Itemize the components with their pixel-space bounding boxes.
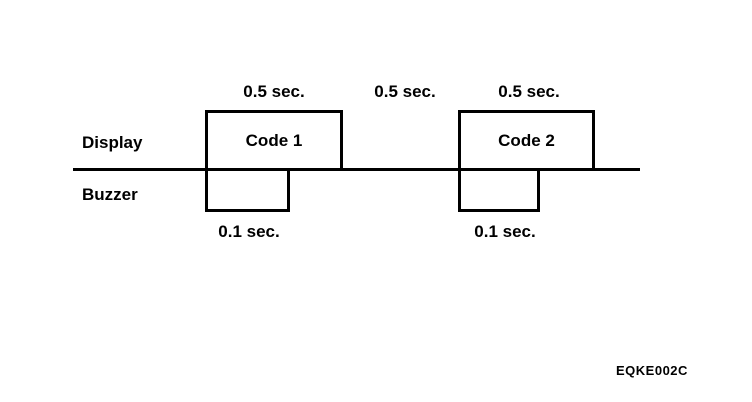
buzzer-pulse-2 xyxy=(458,171,540,212)
buzzer2-duration-label: 0.1 sec. xyxy=(474,222,536,241)
code2-pulse-box: Code 2 xyxy=(458,110,595,171)
display-signal-label: Display xyxy=(82,133,143,152)
code1-pulse-box: Code 1 xyxy=(205,110,343,171)
code2-pulse-label: Code 2 xyxy=(498,130,555,150)
gap-duration-label: 0.5 sec. xyxy=(374,82,436,101)
buzzer-pulse-1 xyxy=(205,171,290,212)
buzzer1-duration-label: 0.1 sec. xyxy=(218,222,280,241)
signal-baseline xyxy=(73,168,640,171)
figure-code: EQKE002C xyxy=(616,363,688,378)
code1-duration-label: 0.5 sec. xyxy=(243,82,305,101)
code1-pulse-label: Code 1 xyxy=(245,130,303,150)
buzzer-signal-label: Buzzer xyxy=(82,185,138,204)
code2-duration-label: 0.5 sec. xyxy=(498,82,560,101)
